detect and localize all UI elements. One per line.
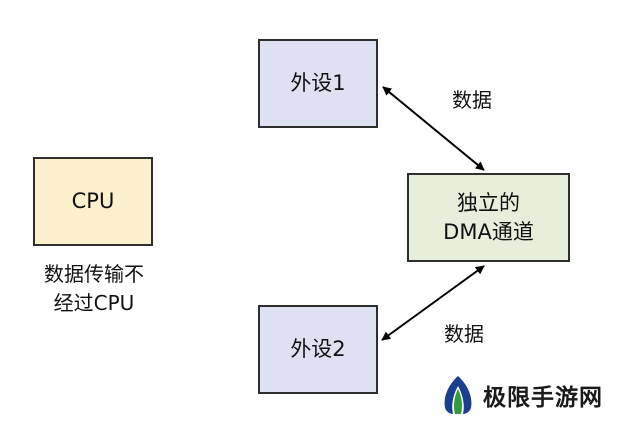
device1-box: 外设1 [258, 39, 378, 128]
cpu-note: 数据传输不 经过CPU [30, 260, 158, 318]
dma-label-line2: DMA通道 [443, 219, 534, 244]
watermark-text: 极限手游网 [483, 384, 603, 411]
device2-label: 外设2 [290, 337, 346, 362]
leaf-logo-icon [444, 376, 472, 414]
cpu-label: CPU [71, 189, 115, 214]
edge-label-lower: 数据 [444, 322, 484, 346]
arrow-device1-dma [382, 86, 485, 171]
cpu-note-line1: 数据传输不 [44, 262, 144, 286]
cpu-box: CPU [33, 157, 153, 246]
device2-box: 外设2 [258, 305, 378, 394]
dma-channel-box: 独立的 DMA通道 [407, 173, 570, 262]
cpu-note-line2: 经过CPU [53, 291, 135, 315]
edge-label-upper: 数据 [452, 88, 492, 112]
device1-label: 外设1 [290, 71, 346, 96]
watermark: 极限手游网 [441, 375, 603, 415]
arrow-device2-dma [381, 265, 485, 341]
dma-label-line1: 独立的 [457, 191, 520, 216]
